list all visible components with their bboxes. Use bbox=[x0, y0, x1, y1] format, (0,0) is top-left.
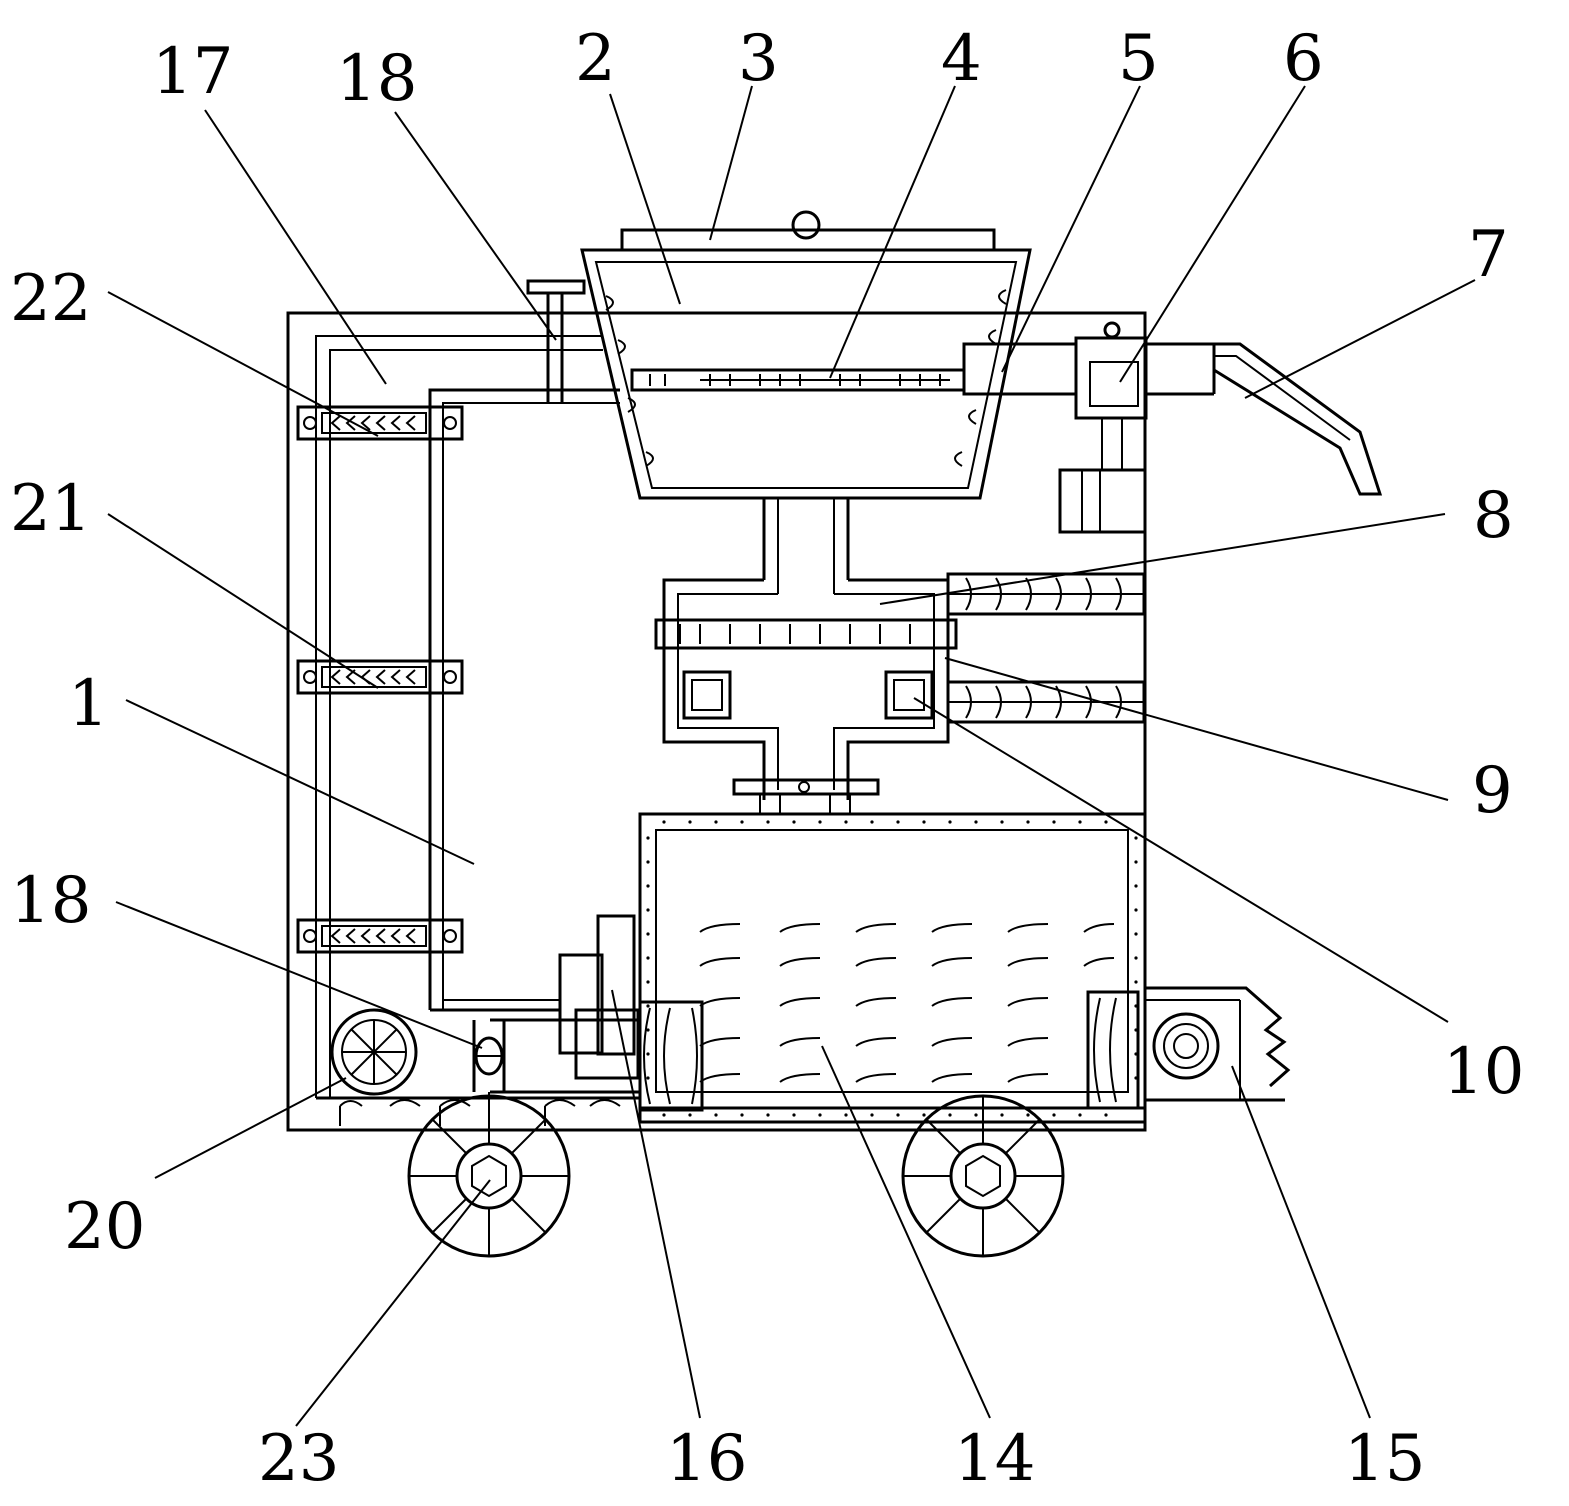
leader-21 bbox=[107, 513, 379, 689]
top-pipe-valve bbox=[526, 279, 586, 403]
leader-15 bbox=[1231, 1065, 1371, 1419]
leader-4 bbox=[829, 85, 956, 379]
leader-3 bbox=[709, 85, 753, 241]
label-9: 9 bbox=[1472, 754, 1513, 828]
leader-2 bbox=[609, 93, 681, 305]
label-4: 4 bbox=[941, 22, 982, 96]
leader-7 bbox=[1244, 279, 1476, 399]
label-17: 17 bbox=[152, 35, 233, 109]
leader-17 bbox=[204, 109, 387, 385]
label-20: 20 bbox=[64, 1190, 145, 1264]
base-frame bbox=[316, 1096, 640, 1126]
leader-6 bbox=[1119, 85, 1306, 383]
label-23: 23 bbox=[258, 1422, 339, 1496]
right-wheel bbox=[901, 1094, 1065, 1258]
side-drive bbox=[962, 321, 1214, 534]
leader-8 bbox=[879, 513, 1446, 605]
leader-lines bbox=[107, 85, 1476, 1427]
bracket-middle bbox=[296, 659, 464, 695]
hopper bbox=[580, 210, 1032, 500]
leader-18a bbox=[394, 111, 557, 341]
label-22: 22 bbox=[10, 262, 91, 336]
collection-tank bbox=[638, 812, 1147, 1124]
leader-10 bbox=[913, 697, 1449, 1023]
label-3: 3 bbox=[738, 22, 779, 96]
leader-20 bbox=[154, 1077, 347, 1179]
label-6: 6 bbox=[1283, 22, 1324, 96]
inner-chamber bbox=[428, 388, 620, 1012]
callout-labels: 17 18 2 3 4 5 6 7 22 21 8 1 9 18 10 20 2… bbox=[10, 22, 1524, 1496]
label-18: 18 bbox=[336, 42, 417, 116]
label-5: 5 bbox=[1118, 22, 1159, 96]
left-wheel bbox=[407, 1094, 571, 1258]
leader-1 bbox=[125, 699, 475, 865]
label-16: 16 bbox=[666, 1422, 747, 1496]
label-1: 1 bbox=[68, 667, 109, 741]
label-14: 14 bbox=[954, 1422, 1035, 1496]
crusher-unit bbox=[654, 498, 1146, 814]
leader-22 bbox=[107, 291, 379, 437]
leader-16 bbox=[611, 989, 701, 1419]
leader-5 bbox=[1001, 85, 1141, 373]
discharge-chute bbox=[1212, 342, 1383, 496]
label-15: 15 bbox=[1344, 1422, 1425, 1496]
leader-14 bbox=[821, 1045, 991, 1419]
screen-plate bbox=[630, 368, 966, 392]
leader-18b bbox=[115, 901, 483, 1049]
label-10: 10 bbox=[1443, 1035, 1524, 1109]
label-18: 18 bbox=[10, 864, 91, 938]
bracket-top bbox=[296, 405, 464, 441]
leader-9 bbox=[944, 657, 1449, 801]
pump-unit bbox=[490, 914, 704, 1112]
bracket-bottom bbox=[296, 918, 464, 954]
roller-wheel bbox=[330, 1008, 418, 1096]
outlet-valve bbox=[1086, 986, 1291, 1110]
label-7: 7 bbox=[1468, 218, 1509, 292]
label-2: 2 bbox=[575, 22, 616, 96]
leader-23 bbox=[295, 1179, 491, 1427]
label-8: 8 bbox=[1473, 479, 1514, 553]
label-21: 21 bbox=[10, 472, 91, 546]
